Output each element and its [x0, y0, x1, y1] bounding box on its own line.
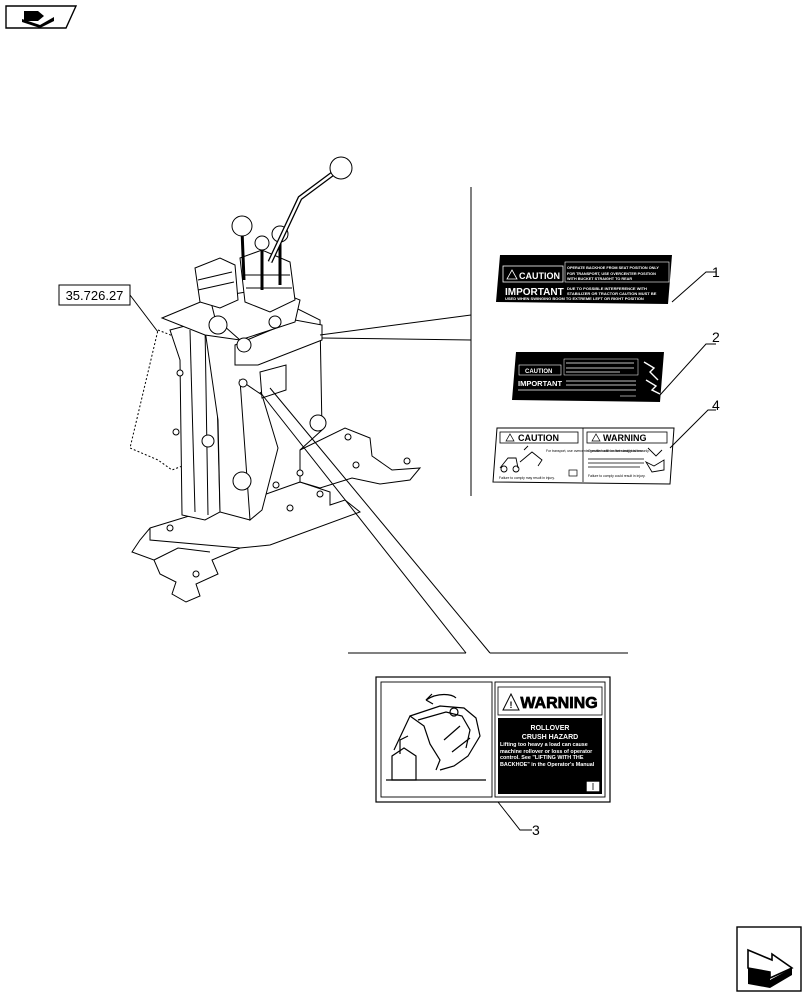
manual-icon [568, 469, 578, 477]
callout-4: 4 [712, 397, 720, 413]
callout-3: 3 [532, 822, 540, 838]
decal-2[interactable]: CAUTION IMPORTANT [512, 352, 664, 402]
decal-3-warning: WARNING [520, 695, 597, 712]
callout-2-leader [659, 343, 716, 396]
decal-4-caution: CAUTION [518, 433, 559, 443]
decal-1-caution-line2: FOR TRANSPORT, USE OVERCENTER POSITION [567, 272, 656, 276]
connector-line-1 [319, 314, 472, 336]
callout-4-leader [669, 409, 716, 449]
decal-1[interactable]: CAUTION OPERATE BACKHOE FROM SEAT POSITI… [496, 255, 672, 304]
decal-3[interactable]: ! WARNING ROLLOVER CRUSH HAZARD Lifting … [375, 676, 611, 803]
decal-1-important-line3: USED WHEN SWINGING BOOM TO EXTREME LEFT … [505, 296, 644, 301]
decal-1-important-line1: DUE TO POSSIBLE INTERFERENCE WITH [567, 286, 647, 291]
decal-2-caution: CAUTION [525, 369, 552, 375]
callout-3-leader [497, 801, 532, 831]
decal-4-warning: WARNING [603, 433, 647, 443]
connector-line-3b [269, 387, 491, 654]
callout-2: 2 [712, 329, 720, 345]
decal-4-right-text-1: Operate backhoe from seat position only. [588, 449, 650, 453]
decal-3-title-1: ROLLOVER [531, 725, 570, 732]
reference-number: 35.726.27 [66, 288, 124, 303]
svg-text:!: ! [510, 700, 513, 710]
decal-4[interactable]: CAUTION WARNING For transport, use overc… [492, 427, 675, 485]
decal-4-right-footer: Failure to comply could result in injury… [588, 474, 645, 478]
callout-1-leader [671, 271, 716, 303]
reference-leader-line [129, 294, 159, 333]
decal-4-left-text: For transport, use overcenter position w… [546, 449, 644, 453]
decal-1-important: IMPORTANT [505, 287, 564, 298]
connector-line-3a [259, 391, 467, 654]
control-tower-assembly [129, 156, 422, 603]
hazard-pictogram-icon [643, 361, 661, 395]
decal-3-title-2: CRUSH HAZARD [522, 734, 578, 741]
decal-2-important: IMPORTANT [518, 379, 562, 388]
backhoe-pictogram-icon [499, 445, 543, 473]
decal-1-important-line2: STABILIZER OR TRACTOR CAUTION MUST BE [567, 291, 657, 296]
rollover-pictogram-icon [386, 693, 486, 781]
reference-label[interactable]: 35.726.27 [58, 284, 131, 306]
decal-4-left-footer: Failure to comply may result in injury. [499, 476, 555, 480]
decal-1-caution-line1: OPERATE BACKHOE FROM SEAT POSITION ONLY [567, 266, 659, 270]
book-forward-icon[interactable] [5, 5, 78, 29]
callout-1: 1 [712, 264, 720, 280]
crush-hazard-pictogram-icon [644, 447, 665, 473]
decal-1-caution-line3: WITH BUCKET STRAIGHT TO REAR [567, 277, 632, 281]
decal-1-caution: CAUTION [519, 271, 560, 281]
decal-3-body: Lifting too heavy a load can cause machi… [500, 742, 595, 768]
connector-line-2 [321, 337, 472, 341]
next-page-arrow-icon[interactable] [736, 926, 802, 992]
